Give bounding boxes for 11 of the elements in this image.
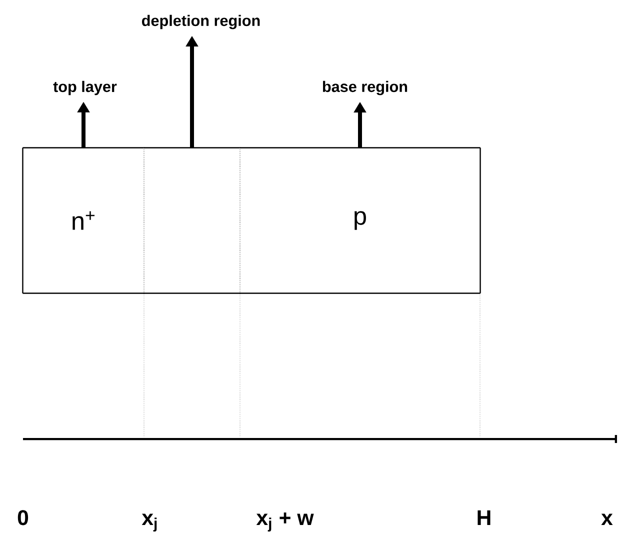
axis-label: x$_{j}$ + w — [256, 512, 314, 532]
axis-label: 0 — [18, 510, 28, 526]
depletion-zone — [143, 147, 241, 294]
semiconductor-region: n$^{+}$ — [22, 147, 145, 294]
region-label: top layer — [53, 80, 117, 96]
axis-label: H — [478, 510, 490, 525]
semiconductor-region: p — [239, 147, 481, 294]
region-label: depletion region — [142, 14, 260, 30]
axis-label: x — [601, 514, 613, 525]
axis-label: x$_{j}$ — [142, 514, 157, 532]
region-label: base region — [322, 80, 408, 96]
